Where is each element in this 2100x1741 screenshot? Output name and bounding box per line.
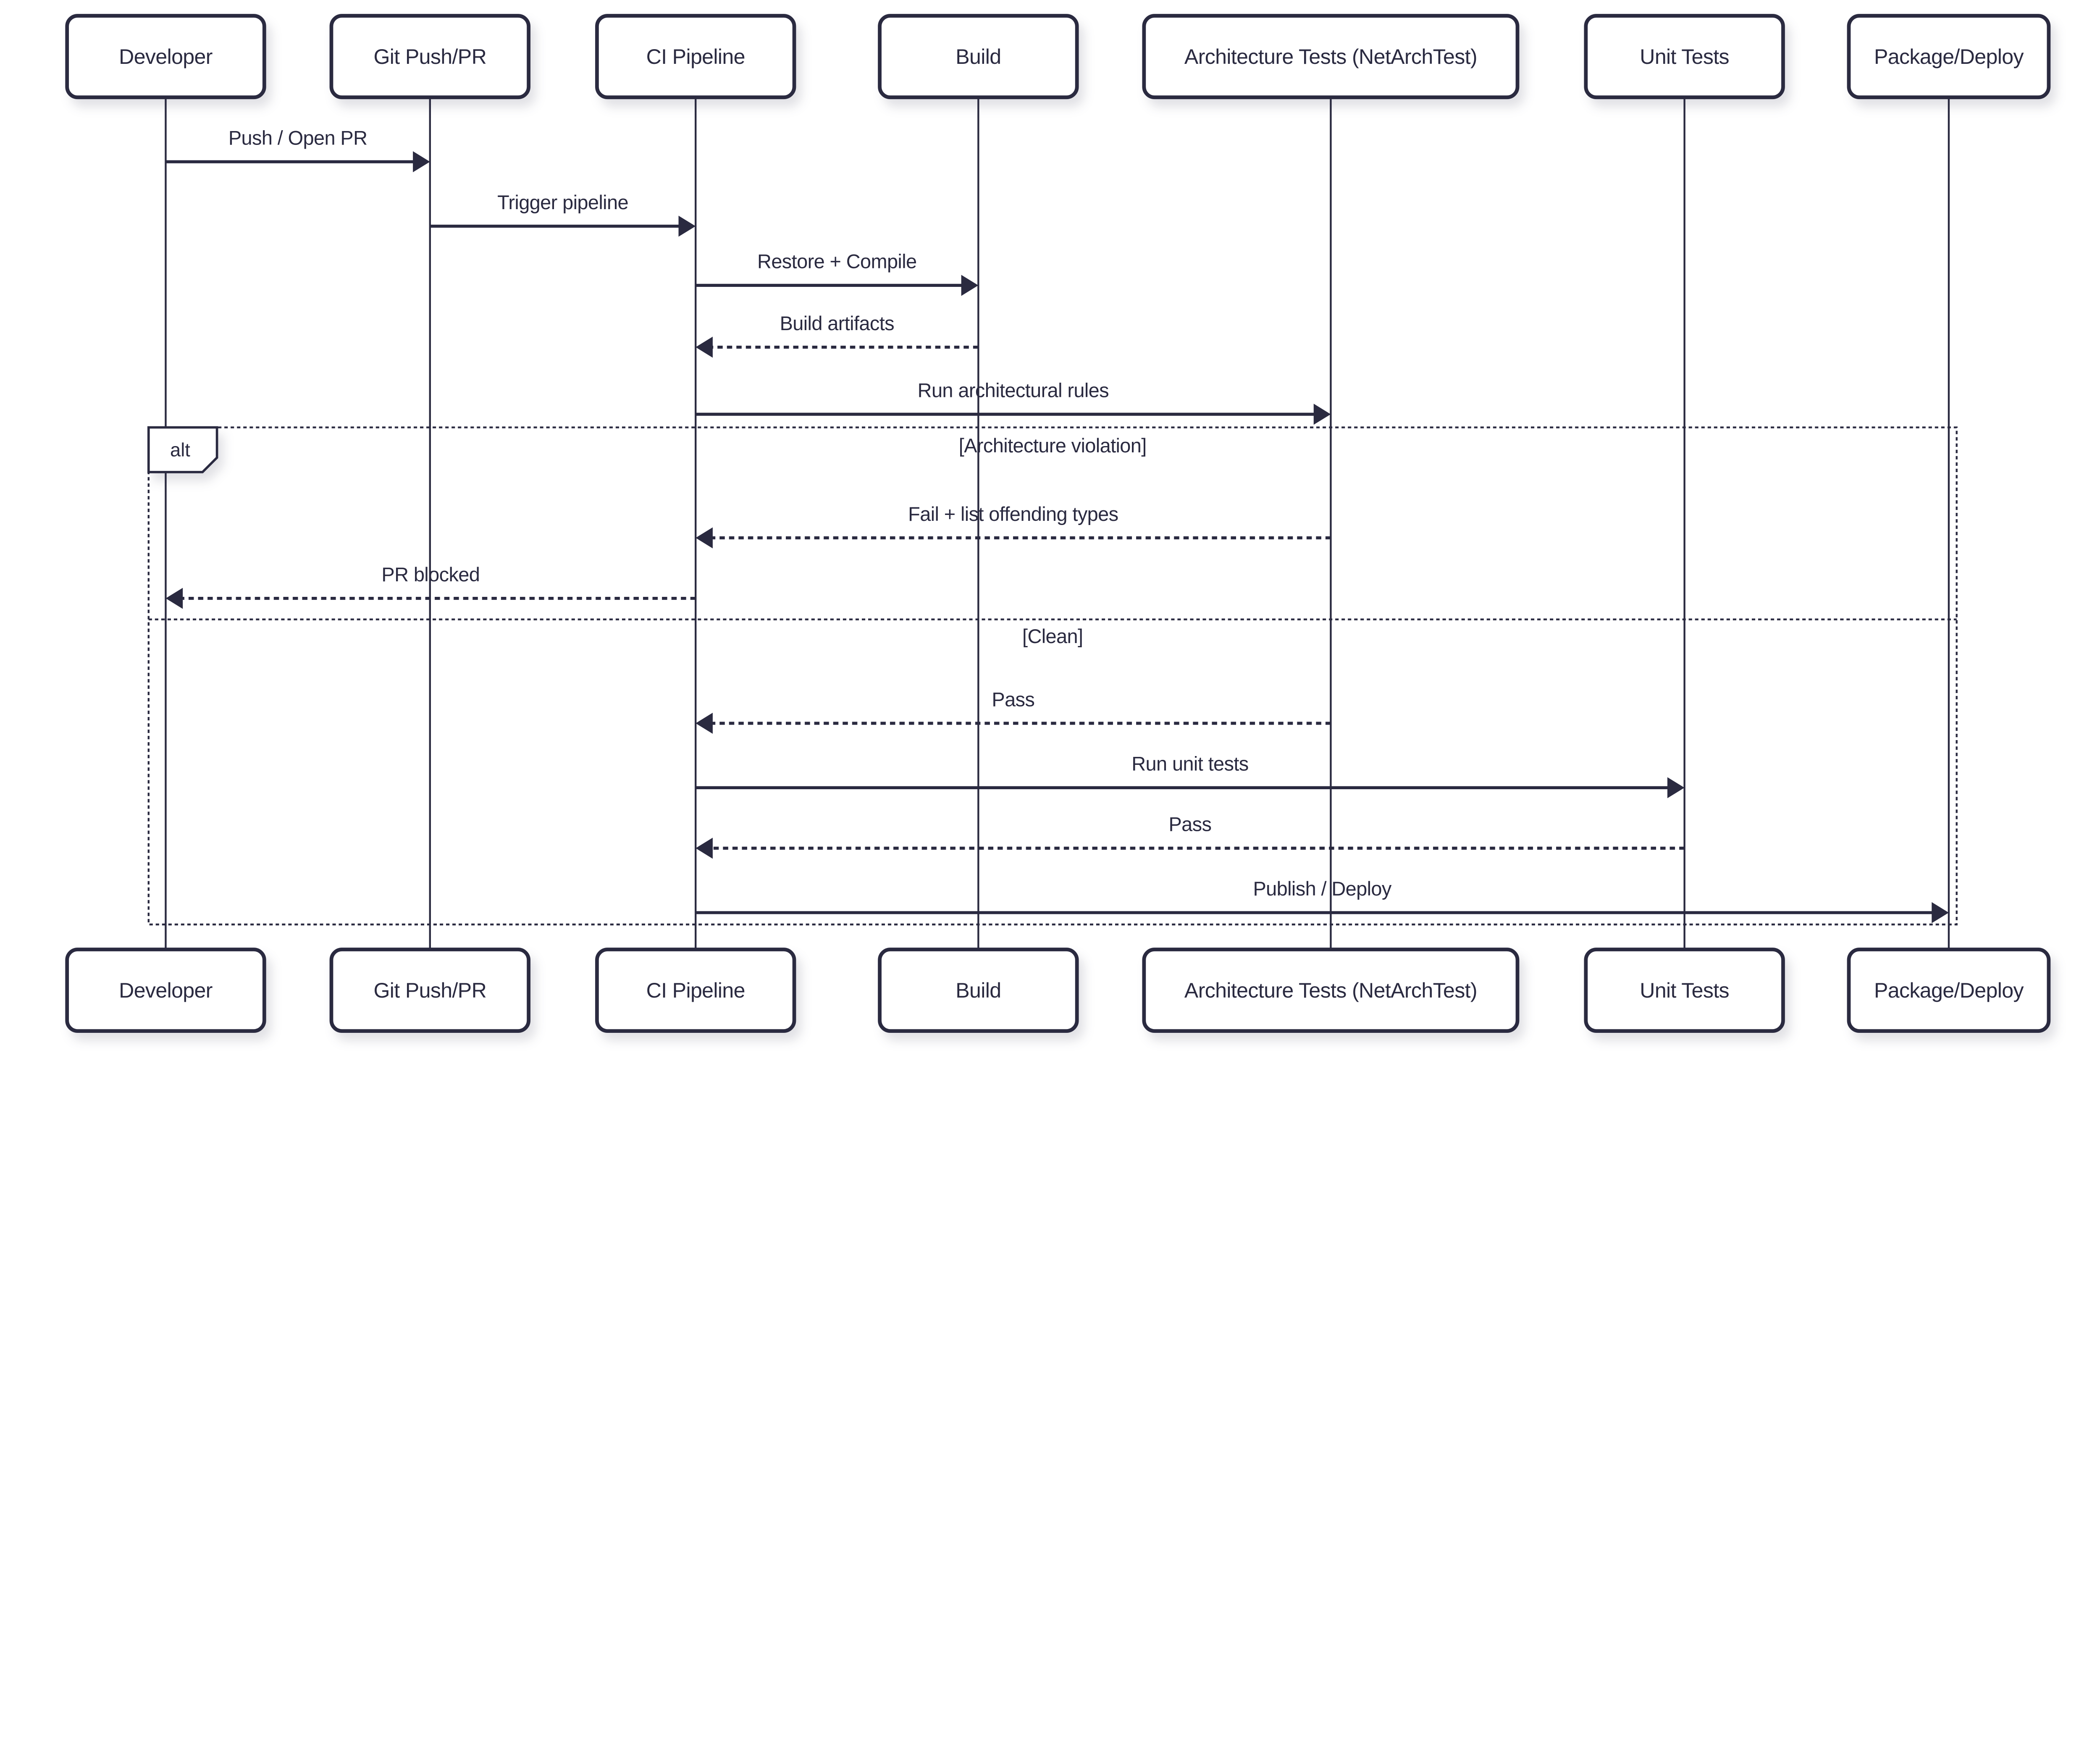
actor-label-package-bottom: Package/Deploy: [1874, 979, 2024, 1002]
actor-label-ci-bottom: CI Pipeline: [646, 979, 745, 1002]
arrowhead-pass: [696, 838, 713, 859]
actor-box-developer-top: [65, 14, 266, 100]
message-label-trigger-pipeline: Trigger pipeline: [497, 191, 628, 213]
actor-label-build-bottom: Build: [956, 979, 1001, 1002]
arrowhead-fail-list-offending-types: [696, 527, 713, 549]
alt-section-label-architecture-violation: [Architecture violation]: [959, 434, 1147, 457]
actor-box-package-bottom: [1847, 948, 2051, 1033]
actor-box-unit-bottom: [1584, 948, 1785, 1033]
actor-box-arch-top: [1142, 14, 1520, 100]
actor-label-unit-top: Unit Tests: [1640, 45, 1729, 68]
message-label-pass: Pass: [992, 688, 1034, 710]
arrowhead-run-architectural-rules: [1313, 404, 1331, 425]
actor-box-git-top: [329, 14, 530, 100]
alt-label: alt: [170, 439, 190, 460]
message-label-run-architectural-rules: Run architectural rules: [918, 379, 1109, 402]
arrowhead-restore-compile: [961, 275, 979, 296]
actor-label-developer-top: Developer: [119, 45, 213, 68]
arrowhead-push-open-pr: [413, 151, 430, 173]
message-label-build-artifacts: Build artifacts: [780, 312, 894, 334]
message-label-pr-blocked: PR blocked: [381, 563, 480, 586]
actor-box-ci-top: [595, 14, 796, 100]
actor-box-package-top: [1847, 14, 2051, 100]
actor-box-unit-top: [1584, 14, 1785, 100]
actor-label-package-top: Package/Deploy: [1874, 45, 2024, 68]
message-label-restore-compile: Restore + Compile: [757, 250, 917, 273]
message-label-fail-list-offending-types: Fail + list offending types: [908, 503, 1118, 525]
actor-box-arch-bottom: [1142, 948, 1520, 1033]
message-label-pass: Pass: [1168, 813, 1211, 835]
message-label-run-unit-tests: Run unit tests: [1131, 753, 1248, 775]
actor-label-developer-bottom: Developer: [119, 979, 213, 1002]
actor-label-git-top: Git Push/PR: [373, 45, 486, 68]
message-label-push-open-pr: Push / Open PR: [228, 126, 368, 149]
actor-label-arch-top: Architecture Tests (NetArchTest): [1184, 45, 1477, 68]
alt-section-label-clean: [Clean]: [1022, 625, 1083, 647]
arrowhead-pr-blocked: [165, 588, 183, 609]
actor-label-ci-top: CI Pipeline: [646, 45, 745, 68]
actor-box-ci-bottom: [595, 948, 796, 1033]
message-label-publish-deploy: Publish / Deploy: [1253, 877, 1391, 900]
actor-label-arch-bottom: Architecture Tests (NetArchTest): [1184, 979, 1477, 1002]
actor-box-developer-bottom: [65, 948, 266, 1033]
actor-label-build-top: Build: [956, 45, 1001, 68]
arrowhead-trigger-pipeline: [678, 215, 696, 237]
alt-frame: [147, 426, 1958, 926]
actor-box-build-top: [878, 14, 1079, 100]
sequence-diagram: [Architecture violation] [Clean] alt Push /…: [65, 14, 2051, 1033]
actor-label-git-bottom: Git Push/PR: [373, 979, 486, 1002]
alt-label-box: [147, 426, 218, 473]
arrowhead-publish-deploy: [1932, 902, 1949, 923]
actor-box-build-bottom: [878, 948, 1079, 1033]
sequence-diagram-page: [Architecture violation] [Clean] alt Push /…: [65, 14, 2051, 1033]
actor-box-git-bottom: [329, 948, 530, 1033]
arrowhead-build-artifacts: [696, 336, 713, 358]
arrowhead-pass: [696, 712, 713, 734]
actor-label-unit-bottom: Unit Tests: [1640, 979, 1729, 1002]
arrowhead-run-unit-tests: [1667, 777, 1685, 798]
